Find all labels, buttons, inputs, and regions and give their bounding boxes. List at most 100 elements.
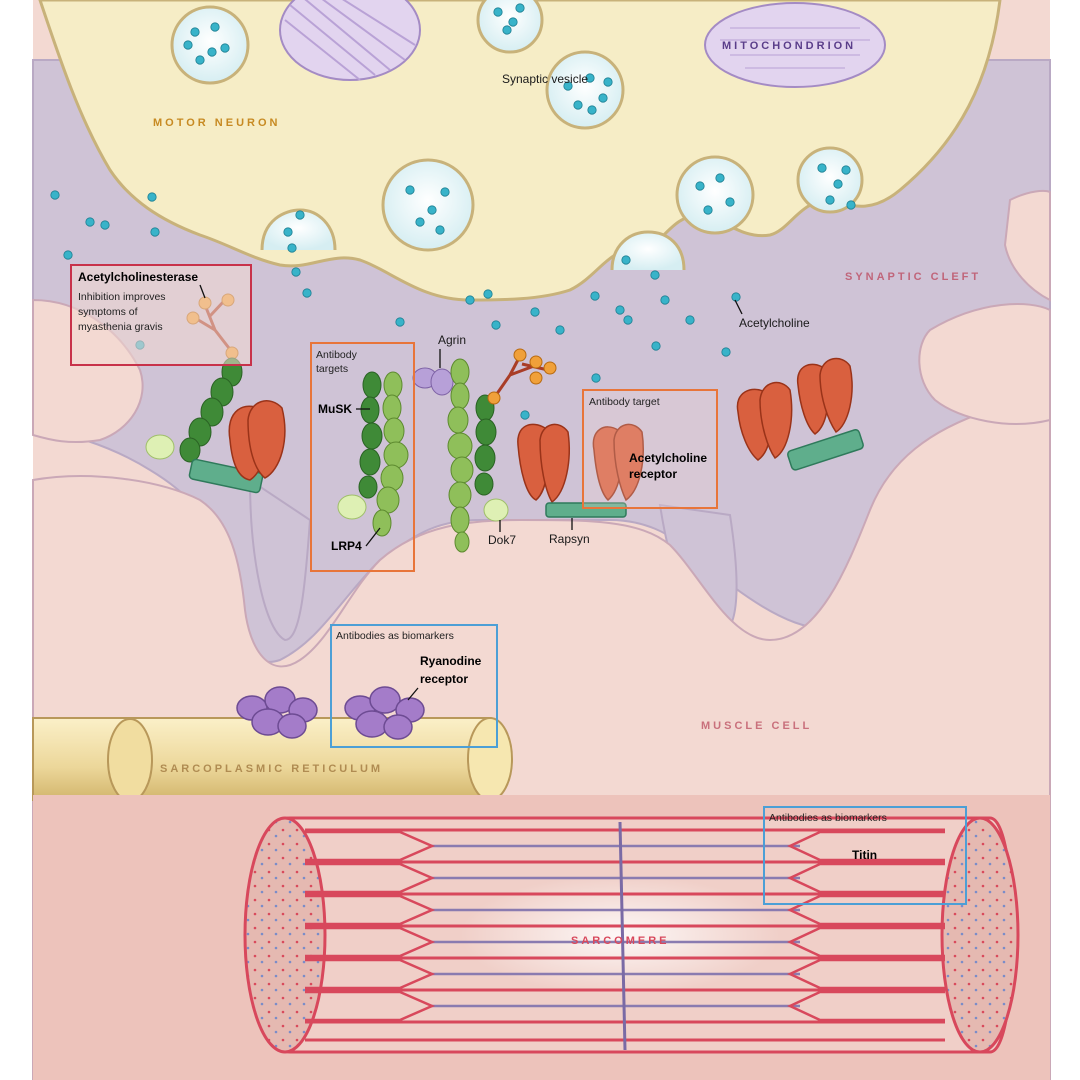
acetylcholine-molecule	[427, 205, 437, 215]
synaptic-vesicle	[476, 0, 544, 54]
acetylcholine-molecule	[85, 217, 95, 227]
rapsyn	[787, 429, 864, 471]
ryanodine-receptor-callout: Antibodies as biomarkers Ryanodine recep…	[330, 624, 498, 748]
rapsyn	[188, 458, 264, 494]
acetylcholine-molecule	[817, 163, 827, 173]
titin-filament	[787, 926, 945, 958]
acetylcholine-molecule	[50, 190, 60, 200]
acetylcholine-molecule	[405, 185, 415, 195]
titin-label: Titin	[852, 848, 877, 862]
acetylcholine-molecule	[491, 320, 501, 330]
acetylcholine-molecule	[295, 210, 305, 220]
acetylcholinesterase-title: Acetylcholinesterase	[78, 270, 198, 284]
titin-filament	[305, 958, 436, 990]
lrp4-protein	[372, 371, 409, 537]
lrp4-label: LRP4	[331, 539, 362, 553]
titin-filament	[787, 958, 945, 990]
acetylcholine-molecule	[603, 77, 613, 87]
acetylcholine-receptor-label-line-1: Acetylcholine	[629, 451, 707, 465]
dok7	[337, 494, 367, 520]
acetylcholine-molecule	[150, 227, 160, 237]
acetylcholine-molecule	[415, 217, 425, 227]
musk-label: MuSK	[318, 402, 352, 416]
acetylcholine-molecule	[573, 100, 583, 110]
acetylcholine-molecule	[846, 200, 856, 210]
rapsyn-label: Rapsyn	[549, 532, 590, 546]
muscle-cell-region-label: MUSCLE CELL	[701, 720, 812, 732]
titin-filament	[787, 830, 945, 862]
titin-filament	[787, 990, 945, 1022]
acetylcholine-molecule	[302, 288, 312, 298]
acetylcholine-molecule	[515, 3, 525, 13]
acetylcholine-receptor	[592, 423, 644, 502]
sarcomere	[33, 795, 1050, 1080]
acetylcholine-molecule	[587, 105, 597, 115]
acetylcholine-receptor	[797, 357, 853, 435]
acetylcholine-molecule	[520, 410, 530, 420]
acetylcholine-molecule	[287, 243, 297, 253]
titin-filament	[787, 894, 945, 926]
acetylcholine-molecule	[591, 373, 601, 383]
titin-filament	[305, 830, 436, 862]
acetylcholine-molecule	[585, 73, 595, 83]
antibody-targets-callout: Antibody targets MuSK LRP4	[310, 342, 415, 572]
acetylcholine-molecule	[483, 289, 493, 299]
agrin-label: Agrin	[438, 333, 466, 347]
acetylcholine-molecule	[210, 22, 220, 32]
acetylcholine-molecule	[650, 270, 660, 280]
acetylcholine-receptor	[517, 423, 570, 504]
motor-neuron-region-label: MOTOR NEURON	[153, 117, 280, 129]
acetylcholine-molecule	[841, 165, 851, 175]
acetylcholine-molecule	[685, 315, 695, 325]
titin-filament	[305, 862, 436, 894]
acetylcholine-molecule	[598, 93, 608, 103]
acetylcholine-molecule	[731, 292, 741, 302]
titin-biomarker-title: Antibodies as biomarkers	[769, 812, 887, 824]
acetylcholine-molecule	[833, 179, 843, 189]
acetylcholine-molecule	[291, 267, 301, 277]
acetylcholine-molecule	[703, 205, 713, 215]
acetylcholine-molecule	[283, 227, 293, 237]
dok7	[145, 434, 175, 460]
acetylcholine-label: Acetylcholine	[739, 316, 810, 330]
titin-filament	[305, 894, 436, 926]
acetylcholine-molecule	[100, 220, 110, 230]
acetylcholine-molecule	[63, 250, 73, 260]
titin-filament	[787, 862, 945, 894]
synaptic-vesicle	[381, 158, 475, 252]
acetylcholine-molecule	[651, 341, 661, 351]
ryanodine-receptor	[236, 686, 318, 739]
acetylcholine-molecule	[207, 47, 217, 57]
fusing-vesicle	[260, 208, 337, 251]
mitochondrion	[279, 0, 421, 81]
acetylcholine-molecule	[623, 315, 633, 325]
acetylcholine-molecule	[695, 181, 705, 191]
acetylcholine-molecule	[195, 55, 205, 65]
lrp4-protein	[447, 358, 474, 553]
acetylcholine-molecule	[190, 27, 200, 37]
postsynaptic-fold-pink	[918, 303, 1051, 425]
synaptic-vesicle	[675, 155, 755, 235]
acetylcholine-receptor-label-line-2: receptor	[629, 467, 677, 481]
ryanodine-biomarker-title: Antibodies as biomarkers	[336, 630, 454, 642]
acetylcholine-molecule	[183, 40, 193, 50]
postsynaptic-fold-pink	[1003, 190, 1051, 302]
ache-description-line-1: Inhibition improves	[78, 291, 166, 303]
synaptic-vesicle-label: Synaptic vesicle	[502, 72, 588, 86]
musk-protein	[358, 371, 383, 499]
antibody-targets-line-1: Antibody	[316, 349, 358, 361]
ryanodine-receptor-label-line-2: receptor	[420, 672, 468, 686]
mitochondrion	[704, 2, 886, 88]
acetylcholine-molecule	[660, 295, 670, 305]
acetylcholine-receptor-callout: Antibody target Acetylcholine receptor	[582, 389, 718, 509]
acetylcholine-molecule	[435, 225, 445, 235]
dok7	[483, 498, 509, 522]
synaptic-vesicle	[796, 146, 864, 214]
acetylcholine-molecule	[493, 7, 503, 17]
acetylcholine-molecule	[825, 195, 835, 205]
antibody-targets-line-2: targets	[316, 363, 348, 375]
titin-filament	[305, 990, 436, 1022]
acetylcholine-receptor	[736, 381, 793, 461]
acetylcholinesterase-callout: Acetylcholinesterase Inhibition improves…	[70, 264, 252, 366]
